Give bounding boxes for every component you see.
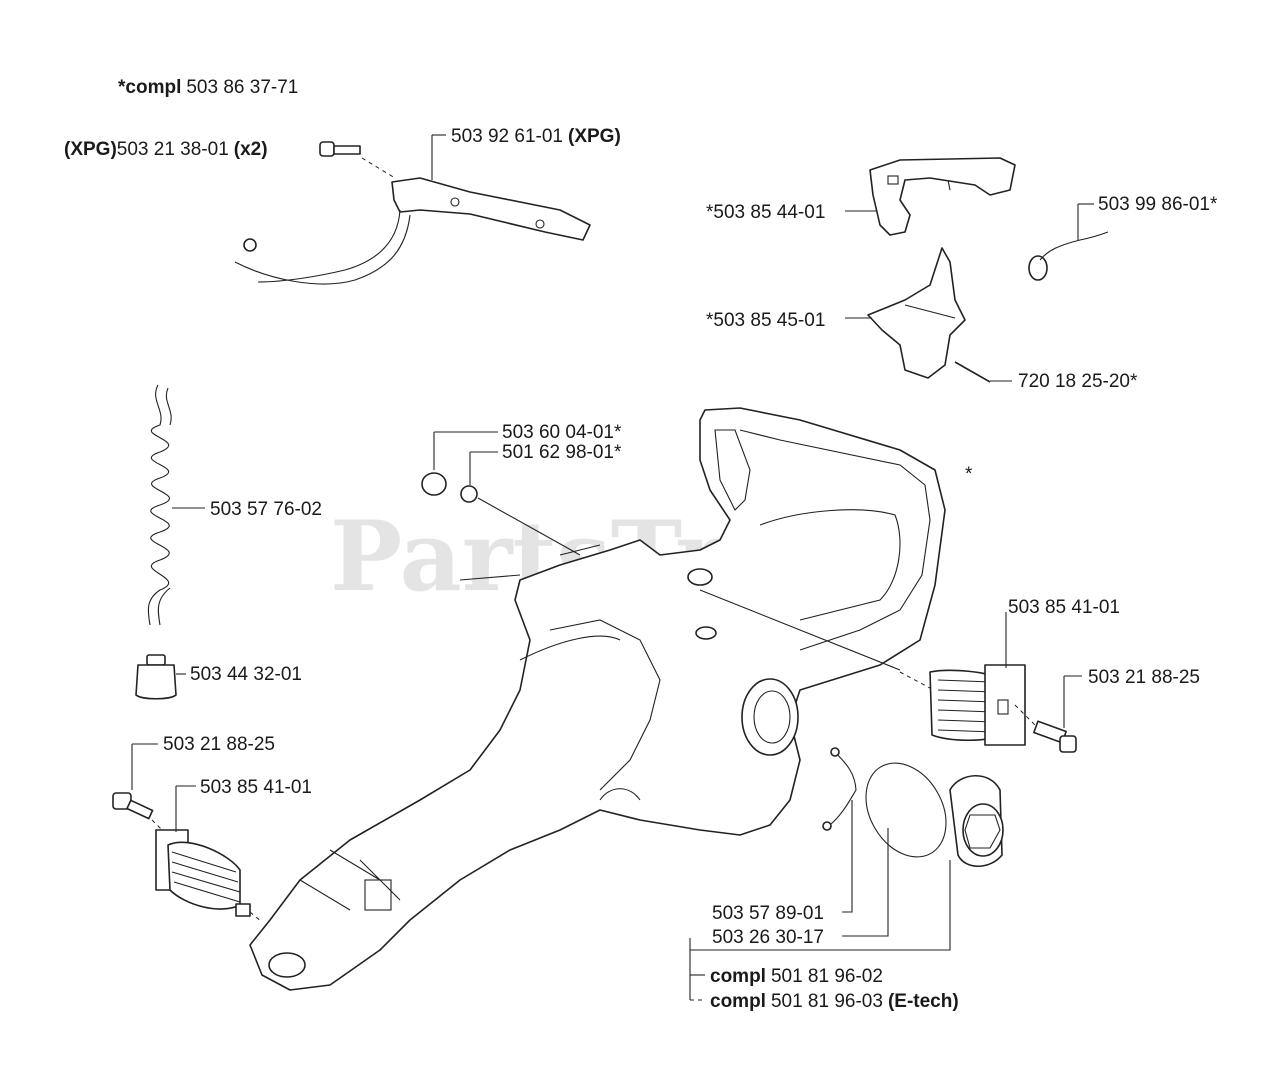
label-cable: 503 57 89-01 bbox=[712, 903, 824, 924]
cable-part bbox=[822, 747, 857, 831]
label-screw-xpg: (XPG)503 21 38-01(x2) bbox=[64, 139, 268, 160]
screw-xpg-part bbox=[319, 141, 396, 179]
label-small-spring: 503 99 86-01* bbox=[1098, 194, 1218, 215]
label-screw-left: 503 21 88-25 bbox=[163, 734, 275, 755]
label-star: * bbox=[965, 464, 973, 485]
fuel-hose-part bbox=[147, 384, 172, 626]
label-trigger: *503 85 44-01 bbox=[706, 202, 825, 223]
label-pin: 720 18 25-20* bbox=[1018, 371, 1138, 392]
small-spring-part bbox=[1028, 203, 1109, 281]
tank-cap-part bbox=[949, 775, 1004, 868]
label-plug2: 501 62 98-01* bbox=[502, 442, 622, 463]
throttle-lock-part bbox=[867, 247, 966, 379]
label-throttle-lock: *503 85 45-01 bbox=[706, 310, 825, 331]
label-oring: 503 26 30-17 bbox=[712, 927, 824, 948]
bracket-xpg-part bbox=[234, 134, 591, 285]
fuel-filter-part bbox=[135, 654, 177, 700]
pin-part bbox=[954, 361, 991, 383]
label-av-left: 503 85 41-01 bbox=[200, 777, 312, 798]
label-bracket: 503 92 61-01(XPG) bbox=[451, 126, 621, 147]
label-hose: 503 57 76-02 bbox=[210, 499, 322, 520]
screw-right-part bbox=[1014, 675, 1082, 753]
label-plug1: 503 60 04-01* bbox=[502, 422, 622, 443]
fuel-tank-housing-part bbox=[249, 407, 946, 991]
av-spring-right-part bbox=[899, 612, 1026, 746]
oring-part bbox=[865, 762, 947, 858]
label-screw-right: 503 21 88-25 bbox=[1088, 667, 1200, 688]
label-filter: 503 44 32-01 bbox=[190, 664, 302, 685]
av-spring-left-part bbox=[155, 785, 263, 923]
label-av-right: 503 85 41-01 bbox=[1008, 597, 1120, 618]
plug-parts bbox=[421, 431, 581, 556]
screw-left-part bbox=[112, 743, 169, 837]
trigger-part bbox=[869, 157, 1016, 236]
